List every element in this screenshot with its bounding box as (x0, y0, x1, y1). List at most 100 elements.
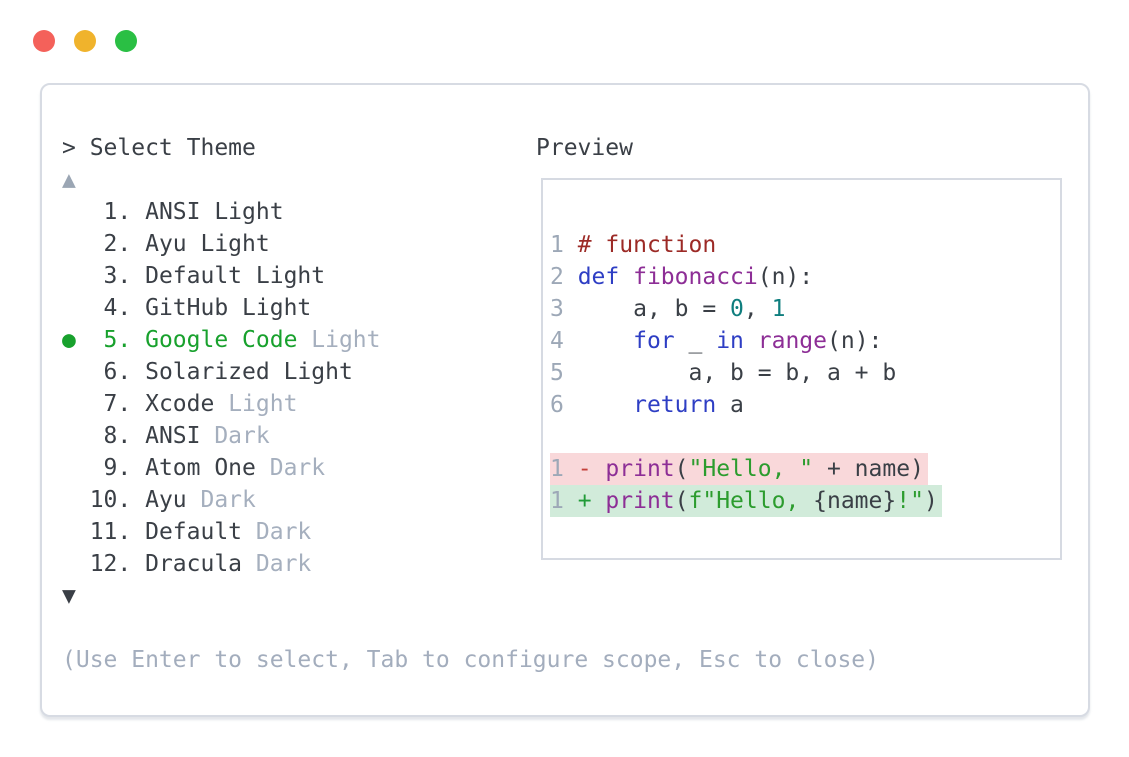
theme-name: Atom One (145, 455, 256, 481)
theme-item-12[interactable]: 12. Dracula Dark (62, 548, 879, 580)
line-number: 5 (550, 360, 578, 386)
code-token (578, 392, 633, 418)
scroll-down-icon: ▼ (62, 583, 76, 609)
code-token: a, b = b, a + b (577, 360, 897, 386)
code-token: fibonacci (633, 264, 758, 290)
theme-name: GitHub Light (145, 295, 312, 321)
theme-name: Dracula (145, 551, 243, 577)
bullet-placeholder (62, 231, 90, 257)
theme-name: Ayu Light (145, 231, 270, 257)
theme-suffix: Dark (200, 423, 270, 449)
code-token: 0 (730, 296, 744, 322)
bullet-placeholder (62, 423, 90, 449)
theme-item-5[interactable]: ● 5. Google Code Light (62, 324, 879, 356)
code-token: for (633, 328, 675, 354)
theme-item-3[interactable]: 3. Default Light (62, 260, 879, 292)
diff-highlight: 1 + print(f"Hello, {name}!") (550, 485, 942, 517)
theme-item-2[interactable]: 2. Ayu Light (62, 228, 879, 260)
line-number: 1 (550, 456, 578, 482)
code-token: range (757, 328, 827, 354)
bullet-placeholder (62, 551, 90, 577)
diff-sign: + (577, 488, 606, 514)
theme-item-10[interactable]: 10. Ayu Dark (62, 484, 879, 516)
minimize-button-icon[interactable] (74, 30, 96, 52)
theme-selector-dialog: > Select Theme ▲ 1. ANSI Light 2. Ayu Li… (40, 83, 1090, 717)
theme-number: 8. (89, 423, 146, 449)
theme-number: 5. (89, 327, 146, 353)
theme-number: 4. (89, 295, 146, 321)
window-controls (33, 30, 137, 52)
code-token: a, b = (577, 296, 731, 322)
theme-item-9[interactable]: 9. Atom One Dark (62, 452, 879, 484)
theme-item-6[interactable]: 6. Solarized Light (62, 356, 879, 388)
bullet-placeholder (62, 519, 90, 545)
theme-name: Default (145, 519, 243, 545)
diff-sign: - (577, 456, 606, 482)
code-token (744, 328, 758, 354)
keyboard-hint-text: (Use Enter to select, Tab to configure s… (62, 647, 879, 673)
select-theme-prompt: > Select Theme (62, 135, 256, 161)
theme-item-1[interactable]: 1. ANSI Light (62, 196, 879, 228)
code-line: 4 for _ in range(n): (550, 325, 942, 357)
code-token: {name} (813, 488, 897, 514)
code-token: (n): (827, 328, 883, 354)
code-token: , (743, 296, 772, 322)
diff-line-removed: 1 - print("Hello, " + name) (550, 453, 942, 485)
code-token: (n): (757, 264, 814, 290)
code-token: ( (674, 488, 689, 514)
code-token: f"Hello, (688, 488, 814, 514)
theme-name: Google Code (145, 327, 298, 353)
theme-suffix: Light (214, 391, 298, 417)
theme-item-7[interactable]: 7. Xcode Light (62, 388, 879, 420)
maximize-button-icon[interactable] (115, 30, 137, 52)
code-token: print (605, 456, 675, 482)
close-button-icon[interactable] (33, 30, 55, 52)
theme-item-8[interactable]: 8. ANSI Dark (62, 420, 879, 452)
bullet-placeholder (62, 295, 90, 321)
theme-name: Default Light (145, 263, 326, 289)
bullet-placeholder (62, 359, 90, 385)
theme-item-11[interactable]: 11. Default Dark (62, 516, 879, 548)
code-token: a (716, 392, 744, 418)
theme-item-4[interactable]: 4. GitHub Light (62, 292, 879, 324)
bullet-placeholder (62, 391, 90, 417)
theme-number: 1. (89, 199, 146, 225)
scroll-up-icon: ▲ (62, 167, 76, 193)
theme-suffix: Dark (242, 519, 312, 545)
theme-number: 10. (89, 487, 146, 513)
code-token: ( (674, 456, 689, 482)
theme-number: 2. (89, 231, 146, 257)
code-token: # function (577, 232, 717, 258)
bullet-placeholder (62, 263, 90, 289)
theme-name: Solarized Light (145, 359, 353, 385)
bullet-placeholder (62, 487, 90, 513)
code-token: def (577, 264, 620, 290)
spacer (62, 612, 879, 644)
code-token: ) (923, 488, 938, 514)
code-line: 2 def fibonacci(n): (550, 261, 942, 293)
line-number: 2 (550, 264, 578, 290)
selected-bullet-icon: ● (62, 327, 90, 353)
code-line: 5 a, b = b, a + b (550, 357, 942, 389)
code-token: return (633, 392, 717, 418)
theme-name: Ayu (145, 487, 187, 513)
theme-number: 12. (89, 551, 146, 577)
code-token: _ (674, 328, 717, 354)
code-token: 1 (771, 296, 786, 322)
blank-line (550, 421, 942, 453)
code-token (578, 328, 633, 354)
theme-number: 6. (89, 359, 146, 385)
line-number: 1 (550, 488, 578, 514)
theme-suffix: Light (297, 327, 381, 353)
line-number: 3 (550, 296, 578, 322)
code-line: 3 a, b = 0, 1 (550, 293, 942, 325)
theme-suffix: Dark (186, 487, 256, 513)
code-token: print (605, 488, 675, 514)
theme-number: 7. (89, 391, 146, 417)
theme-name: Xcode (145, 391, 215, 417)
code-token: in (716, 328, 744, 354)
theme-list: 1. ANSI Light 2. Ayu Light 3. Default Li… (62, 196, 879, 580)
code-token: !" (896, 488, 924, 514)
